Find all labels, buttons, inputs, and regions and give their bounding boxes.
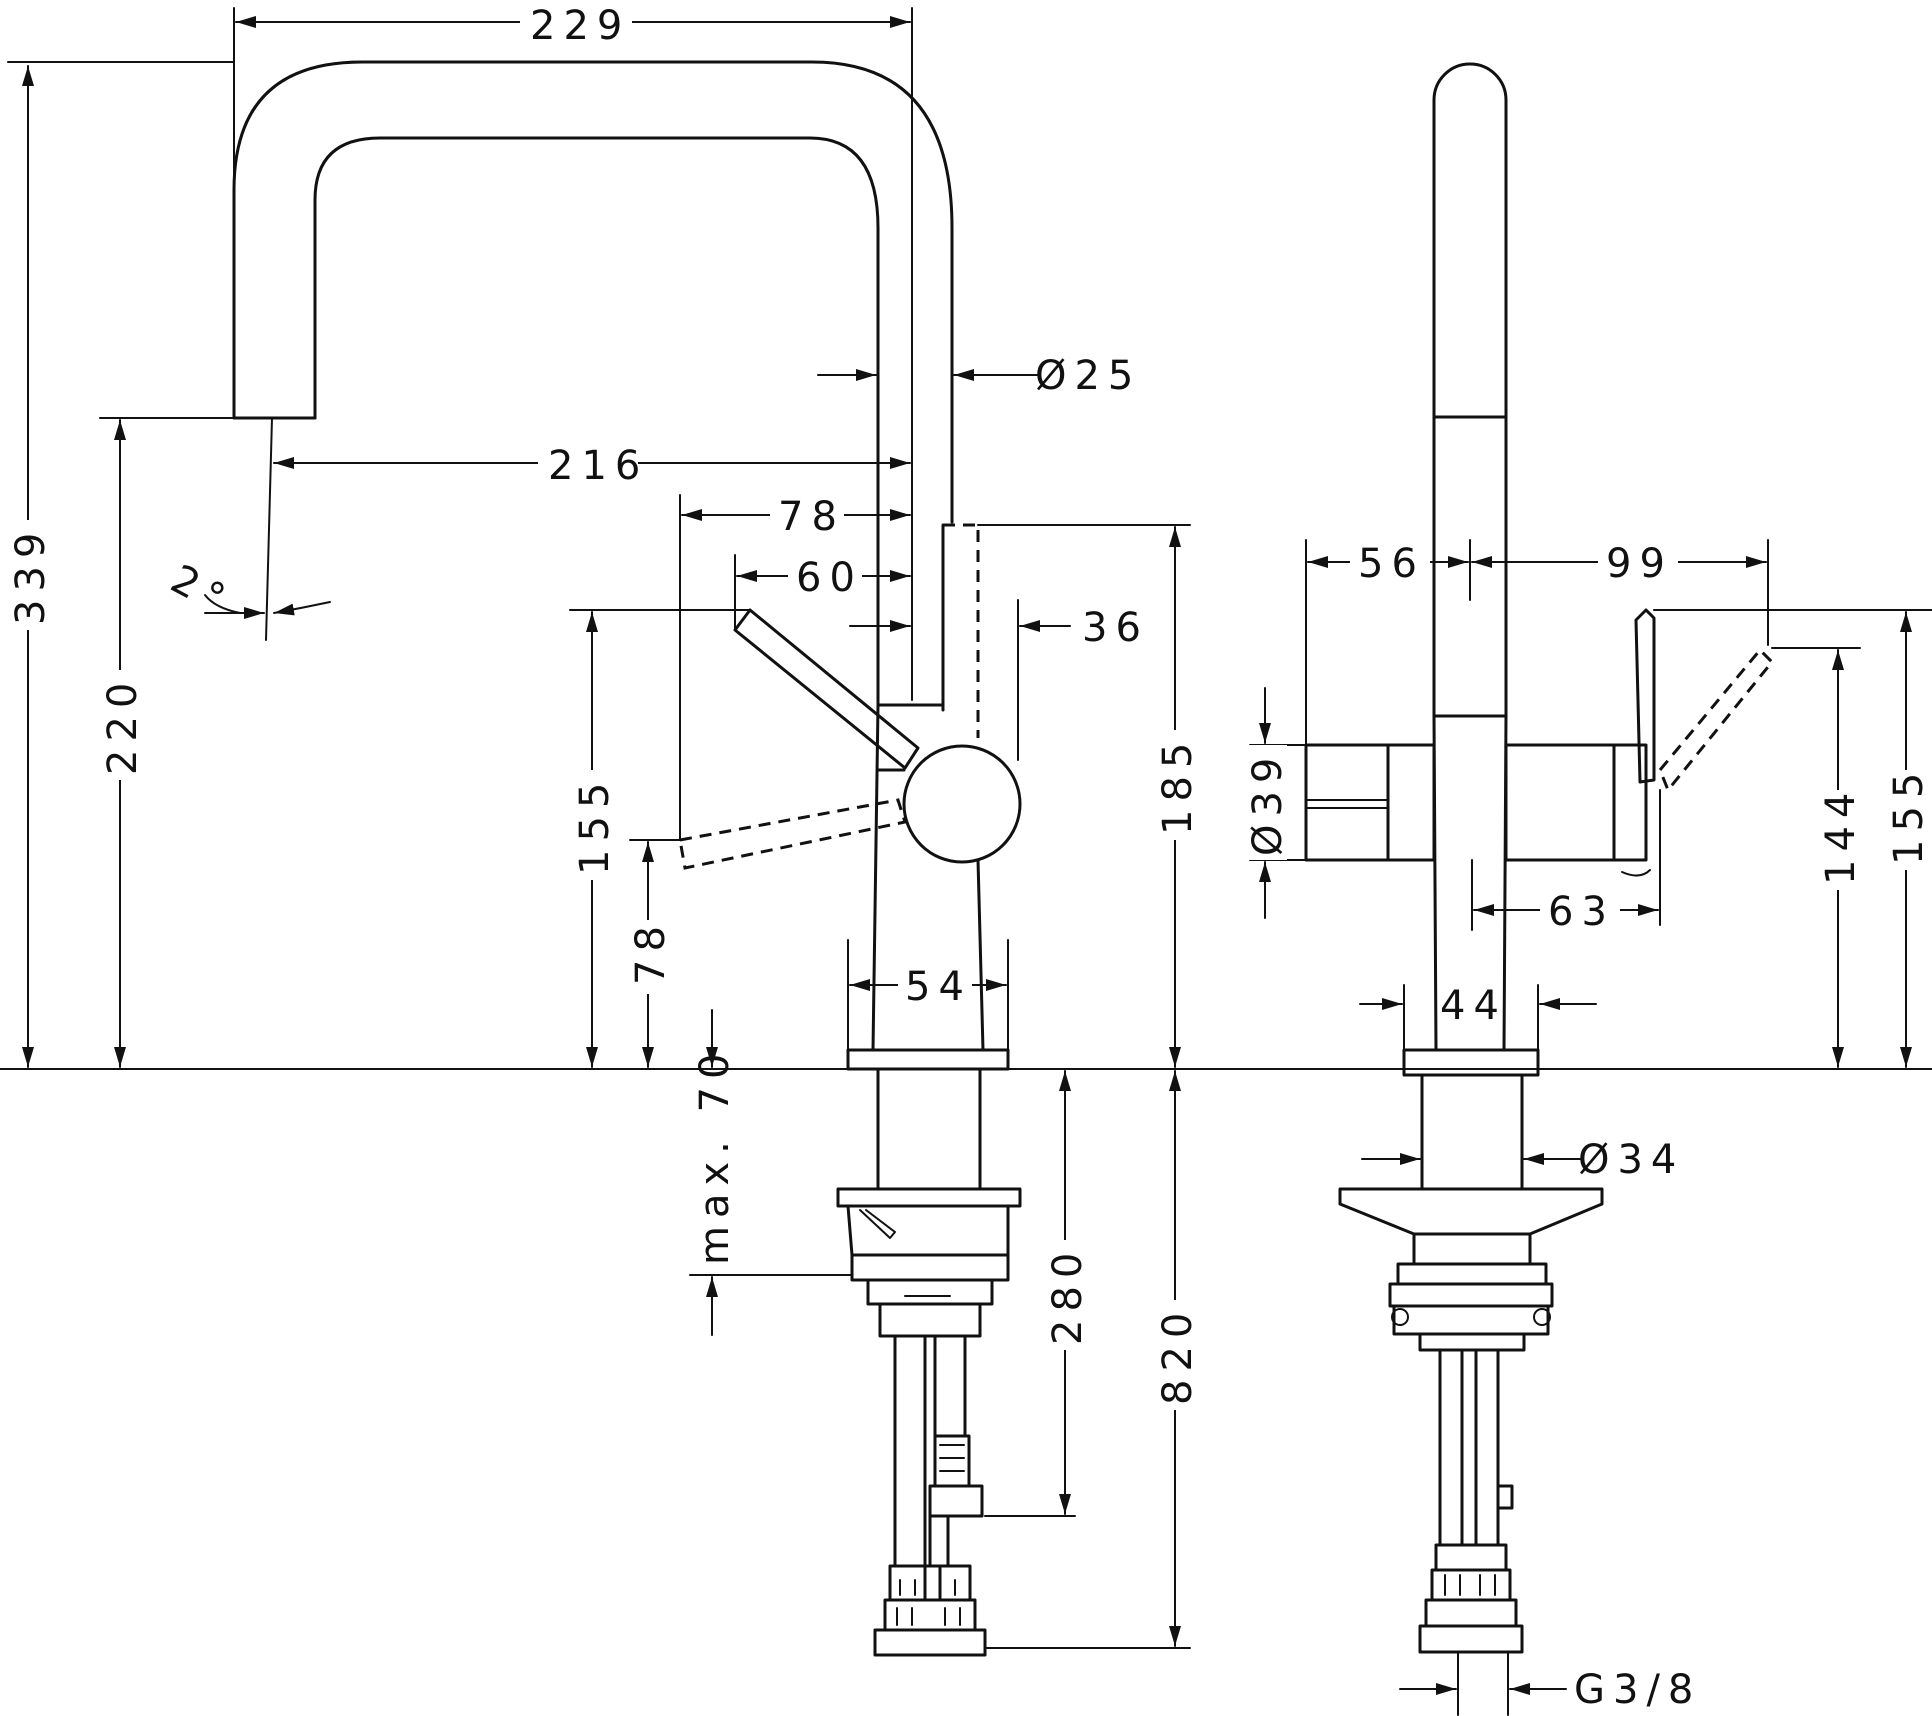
dim-label-155-front: 155 <box>1886 765 1932 865</box>
side-view-extension-lines <box>7 7 1191 1649</box>
dim-label-54: 54 <box>905 964 972 1010</box>
side-view-faucet <box>232 60 1022 1657</box>
dim-label-78-top: 78 <box>778 494 845 540</box>
dim-label-820: 820 <box>1155 1305 1201 1405</box>
dim-label-max-70: max. 70 <box>692 1046 738 1265</box>
front-view-extension-lines <box>1249 539 1932 1716</box>
side-view-labels: 229 339 220 216 Ø25 78 60 36 2° 155 78 1… <box>6 2 1201 1410</box>
front-view-faucet <box>1304 62 1775 1654</box>
dim-label-185: 185 <box>1155 735 1201 835</box>
dim-label-60: 60 <box>796 555 863 601</box>
dim-label-280: 280 <box>1045 1245 1091 1345</box>
dim-label-2-degrees: 2° <box>163 556 239 625</box>
dim-label-339: 339 <box>8 525 54 625</box>
dim-label-56: 56 <box>1358 541 1425 587</box>
dim-label-220: 220 <box>100 675 146 775</box>
dim-label-g3-8: G3/8 <box>1574 1667 1701 1713</box>
dim-label-36: 36 <box>1082 605 1149 651</box>
dim-label-44: 44 <box>1440 983 1507 1029</box>
dim-label-63: 63 <box>1548 889 1615 935</box>
dim-label-diameter-25: Ø25 <box>1035 353 1141 399</box>
dim-label-216: 216 <box>548 443 648 489</box>
dim-label-229: 229 <box>530 3 630 49</box>
dim-label-diameter-34: Ø34 <box>1578 1137 1684 1183</box>
dim-label-78-left: 78 <box>628 918 674 985</box>
dim-label-99: 99 <box>1606 541 1673 587</box>
dim-label-144: 144 <box>1818 785 1864 885</box>
front-view-labels: 56 99 Ø39 63 44 144 155 Ø34 G3/8 <box>1243 541 1932 1713</box>
front-view-dimension-lines <box>1259 556 1912 1695</box>
dim-label-155-side: 155 <box>572 775 618 875</box>
dim-label-diameter-39: Ø39 <box>1245 750 1291 856</box>
